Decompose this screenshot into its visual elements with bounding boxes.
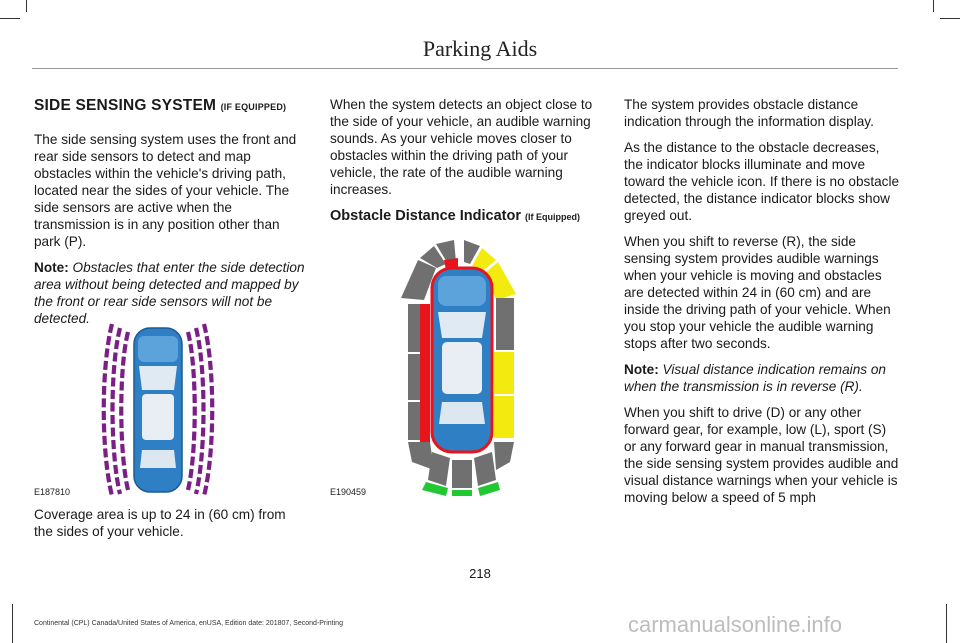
side-sensing-coverage-figure xyxy=(101,323,215,496)
note-label: Note: xyxy=(34,260,69,275)
crop-mark xyxy=(940,18,960,19)
column-3: The system provides obstacle distance in… xyxy=(624,96,900,515)
paragraph: When you shift to drive (D) or any other… xyxy=(624,405,899,505)
crop-mark xyxy=(933,0,934,12)
page-header-title: Parking Aids xyxy=(422,36,538,61)
paragraph: When the system detects an object close … xyxy=(330,97,593,197)
section-heading-tag: (IF EQUIPPED) xyxy=(220,102,287,112)
car-icon xyxy=(430,266,494,454)
crop-mark xyxy=(946,604,947,643)
header-divider xyxy=(32,68,898,69)
note-text: Obstacles that enter the side detection … xyxy=(34,260,305,326)
column-1-bottom: Coverage area is up to 24 in (60 cm) fro… xyxy=(34,506,306,549)
note-label: Note: xyxy=(624,362,659,377)
crop-mark xyxy=(26,0,27,12)
paragraph: When you shift to reverse (R), the side … xyxy=(624,234,891,351)
figure-code: E190459 xyxy=(330,487,367,497)
column-1: SIDE SENSING SYSTEM (IF EQUIPPED) The si… xyxy=(34,96,306,336)
figure-code: E187810 xyxy=(34,487,71,497)
note-text: Visual distance indication remains on wh… xyxy=(624,362,886,394)
section-heading: SIDE SENSING SYSTEM (IF EQUIPPED) xyxy=(34,96,306,117)
car-icon xyxy=(133,327,183,493)
subsection-heading-text: Obstacle Distance Indicator xyxy=(330,208,521,224)
footer-edition-info: Continental (CPL) Canada/United States o… xyxy=(34,620,343,627)
crop-mark xyxy=(12,604,13,643)
crop-mark xyxy=(0,18,20,19)
paragraph: Coverage area is up to 24 in (60 cm) fro… xyxy=(34,507,286,539)
watermark: carmanualsonline.info xyxy=(628,612,843,637)
note: Note: Visual distance indication remains… xyxy=(624,361,900,395)
section-heading-text: SIDE SENSING SYSTEM xyxy=(34,97,217,114)
subsection-heading-tag: (If Equipped) xyxy=(525,212,581,222)
note: Note: Obstacles that enter the side dete… xyxy=(34,259,306,327)
paragraph: As the distance to the obstacle decrease… xyxy=(624,140,900,223)
page-number: 218 xyxy=(469,566,491,581)
paragraph: The system provides obstacle distance in… xyxy=(624,97,874,129)
paragraph: The side sensing system uses the front a… xyxy=(34,132,297,249)
subsection-heading: Obstacle Distance Indicator (If Equipped… xyxy=(330,207,602,226)
obstacle-distance-indicator-figure xyxy=(401,240,516,496)
column-2: When the system detects an object close … xyxy=(330,96,602,236)
